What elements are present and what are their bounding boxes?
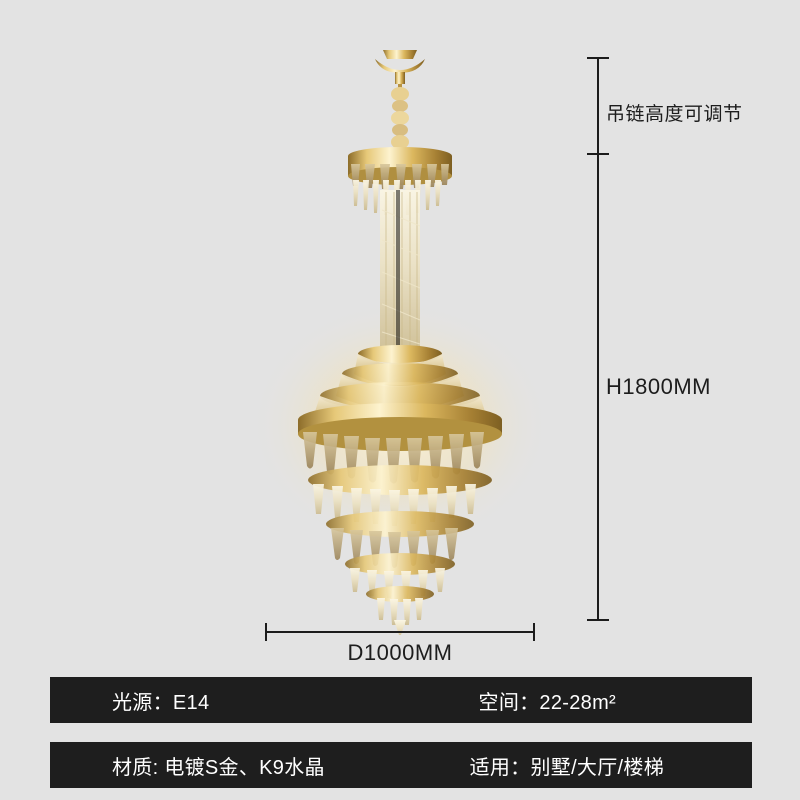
dimension-tick-middle [587,153,609,155]
chandelier-main-body [298,345,502,635]
crystal-column [380,190,421,352]
dimension-tick-bottom [587,619,609,621]
ceiling-canopy [375,50,425,84]
horizontal-dimension-line [265,631,535,633]
total-height-label: H1800MM [606,374,711,399]
dimension-tick-top [587,57,609,59]
chandelier-illustration [255,50,545,635]
dimension-cap-right [533,623,535,641]
dimension-cap-left [265,623,267,641]
spec-material: 材质: 电镀S金、K9水晶 [112,756,325,779]
spec-application: 适用：别墅/大厅/楼梯 [469,756,664,779]
chandelier-product-image [255,40,545,635]
vertical-dimension-line [597,57,599,620]
spec-light-source: 光源：E14 [112,691,210,714]
spec-bar-row-2: 材质: 电镀S金、K9水晶 适用：别墅/大厅/楼梯 [50,742,752,788]
chain-height-label: 吊链高度可调节 [606,104,743,125]
spec-space-area: 空间：22-28m² [478,691,616,714]
diameter-label: D1000MM [347,640,453,665]
spec-bar-row-1: 光源：E14 空间：22-28m² [50,677,752,723]
